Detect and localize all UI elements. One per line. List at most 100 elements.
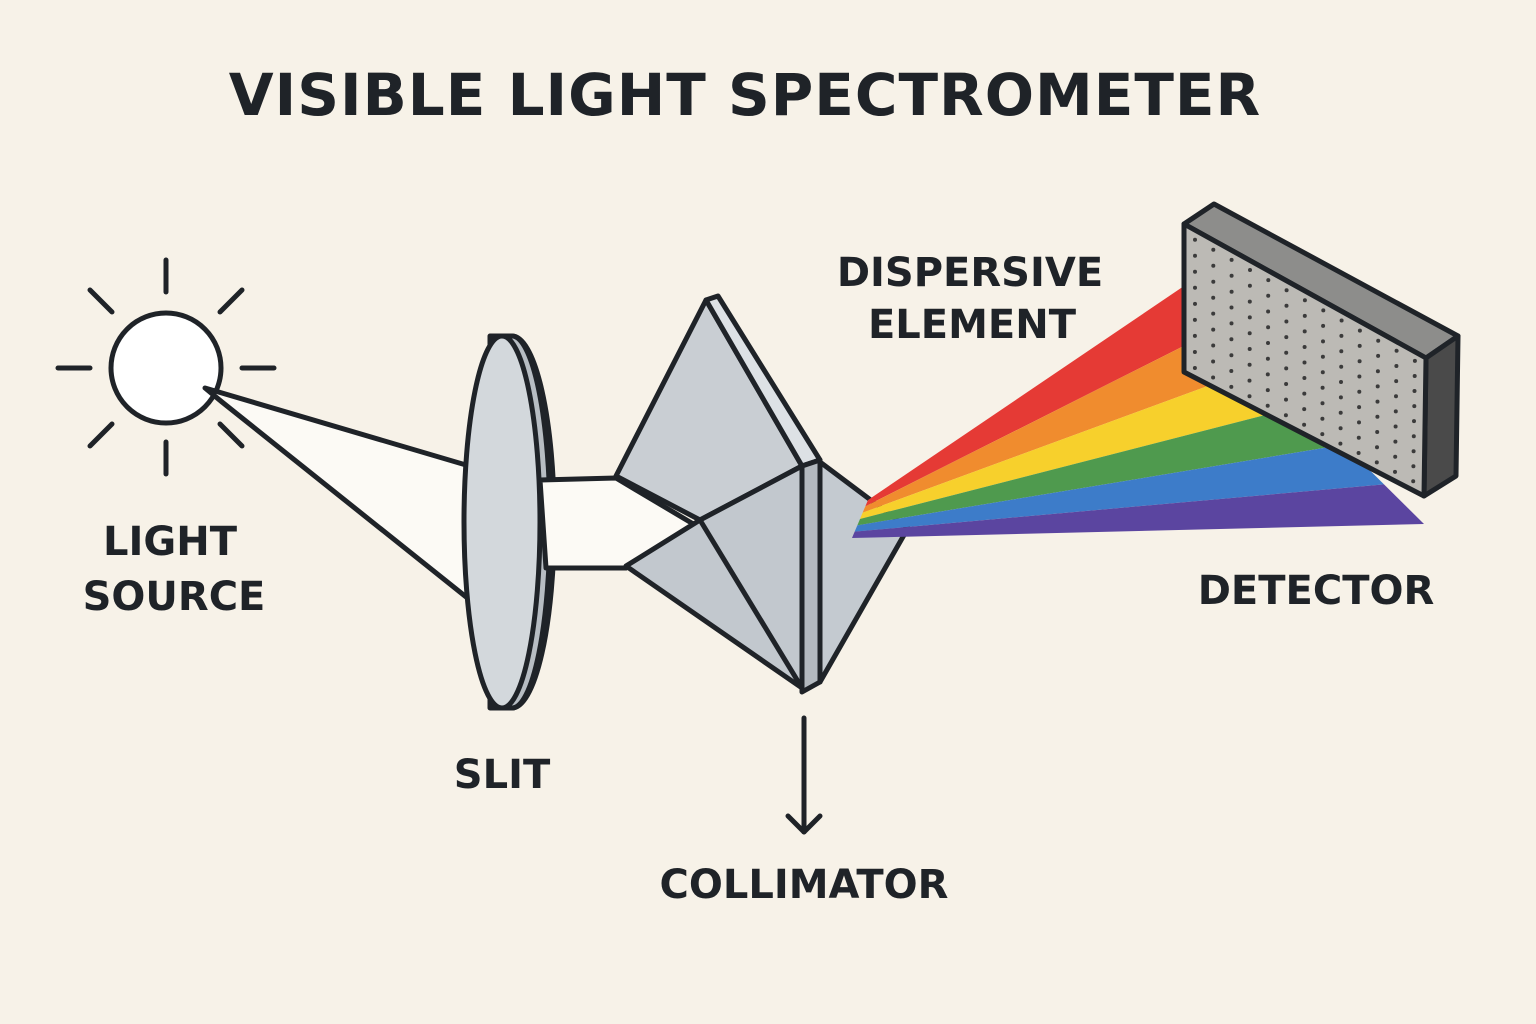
light-source-icon bbox=[55, 257, 277, 477]
sensor-dot bbox=[1265, 388, 1270, 393]
sensor-dot bbox=[1229, 289, 1234, 294]
sensor-dot bbox=[1393, 454, 1398, 459]
sensor-dot bbox=[1357, 374, 1362, 379]
sensor-dot bbox=[1375, 414, 1380, 419]
sensor-dot bbox=[1266, 293, 1271, 298]
sensor-dot bbox=[1320, 354, 1325, 359]
sensor-dot bbox=[1411, 449, 1416, 454]
sensor-dot bbox=[1211, 327, 1216, 332]
sensor-dot bbox=[1302, 422, 1307, 427]
sensor-dot bbox=[1321, 308, 1326, 313]
light-source-label-line1: LIGHT bbox=[103, 519, 238, 565]
sensor-dot bbox=[1302, 360, 1307, 365]
sensor-dot bbox=[1302, 298, 1307, 303]
sensor-dot bbox=[1357, 389, 1362, 394]
sensor-dot bbox=[1229, 273, 1234, 278]
sensor-dot bbox=[1339, 349, 1344, 354]
sensor-dot bbox=[1375, 384, 1380, 389]
sensor-dot bbox=[1247, 315, 1252, 320]
sensor-dot bbox=[1356, 435, 1361, 440]
sensor-dot bbox=[1284, 319, 1289, 324]
light-source-label-line2: SOURCE bbox=[83, 574, 266, 620]
sensor-dot bbox=[1284, 288, 1289, 293]
sensor-dot bbox=[1338, 441, 1343, 446]
sensor-dot bbox=[1375, 399, 1380, 404]
sensor-dot bbox=[1211, 263, 1216, 268]
sensor-dot bbox=[1284, 335, 1289, 340]
sensor-dot bbox=[1192, 333, 1197, 338]
sensor-dot bbox=[1375, 445, 1379, 450]
sensor-dot bbox=[1247, 347, 1252, 351]
sensor-dot bbox=[1229, 353, 1234, 358]
sensor-dot bbox=[1376, 338, 1381, 343]
sensor-dot bbox=[1357, 328, 1362, 333]
detector-sensor-grid bbox=[1192, 237, 1417, 484]
spectrum-band-6 bbox=[852, 484, 1424, 538]
spectrum-rays bbox=[852, 286, 1424, 538]
sensor-dot bbox=[1394, 364, 1399, 368]
sensor-dot bbox=[1247, 283, 1252, 288]
diagram-title: VISIBLE LIGHT SPECTROMETER bbox=[229, 61, 1261, 129]
sensor-dot bbox=[1265, 403, 1270, 408]
sensor-dot bbox=[1338, 426, 1343, 431]
sensor-dot bbox=[1339, 333, 1344, 338]
sensor-dot bbox=[1229, 257, 1234, 262]
sensor-dot bbox=[1393, 424, 1398, 429]
sensor-dot bbox=[1192, 366, 1197, 370]
sensor-dot bbox=[1229, 337, 1234, 342]
sensor-dot bbox=[1247, 394, 1252, 399]
sensor-dot bbox=[1357, 405, 1362, 410]
sensor-dot bbox=[1320, 370, 1325, 375]
sensor-dot bbox=[1247, 378, 1252, 383]
sensor-dot bbox=[1321, 323, 1326, 328]
sensor-dot bbox=[1284, 397, 1288, 402]
sensor-dot bbox=[1266, 278, 1271, 283]
sensor-dot bbox=[1393, 439, 1398, 444]
sensor-dot bbox=[1376, 353, 1381, 358]
collimator-arrow bbox=[785, 715, 823, 835]
sensor-dot bbox=[1411, 434, 1416, 439]
sensor-dot bbox=[1394, 394, 1398, 399]
sensor-dot bbox=[1284, 366, 1289, 371]
sensor-dot bbox=[1412, 419, 1416, 424]
sensor-dot bbox=[1411, 479, 1416, 484]
sensor-dot bbox=[1192, 350, 1197, 354]
sensor-dot bbox=[1411, 464, 1416, 469]
sensor-dot bbox=[1302, 345, 1307, 349]
sensor-dot bbox=[1247, 331, 1252, 336]
sensor-dot bbox=[1393, 469, 1397, 474]
sensor-dot bbox=[1357, 343, 1362, 348]
sensor-dot bbox=[1284, 382, 1289, 386]
sensor-dot bbox=[1394, 379, 1399, 384]
sensor-dot bbox=[1320, 416, 1325, 421]
sensor-dot bbox=[1339, 380, 1343, 384]
collimator-label: COLLIMATOR bbox=[660, 862, 949, 908]
sensor-dot bbox=[1357, 359, 1362, 364]
sensor-dot bbox=[1284, 303, 1289, 308]
sensor-dot bbox=[1265, 372, 1270, 377]
slit-label: SLIT bbox=[454, 752, 551, 798]
sensor-dot bbox=[1283, 413, 1288, 418]
sensor-dot bbox=[1339, 318, 1344, 323]
spectrum-band-3 bbox=[860, 365, 1304, 519]
sensor-dot bbox=[1393, 409, 1398, 414]
sensor-dot bbox=[1229, 321, 1234, 326]
sensor-dot bbox=[1229, 305, 1234, 310]
sensor-dot bbox=[1211, 279, 1216, 284]
sensor-dot bbox=[1412, 404, 1417, 409]
sensor-dot bbox=[1338, 410, 1343, 415]
sensor-dot bbox=[1229, 369, 1234, 373]
sensor-dot bbox=[1193, 269, 1197, 274]
sensor-dot bbox=[1321, 339, 1325, 344]
sensor-dot bbox=[1394, 348, 1399, 353]
sensor-dot bbox=[1266, 341, 1270, 345]
sensor-dot bbox=[1302, 376, 1307, 380]
sensor-dot bbox=[1266, 325, 1271, 330]
sensor-dot bbox=[1302, 391, 1307, 396]
sensor-dot bbox=[1374, 460, 1379, 465]
sensor-dot bbox=[1211, 247, 1216, 252]
sensor-dot bbox=[1357, 420, 1361, 425]
slit-disc bbox=[461, 333, 557, 711]
detector-label: DETECTOR bbox=[1198, 568, 1435, 614]
